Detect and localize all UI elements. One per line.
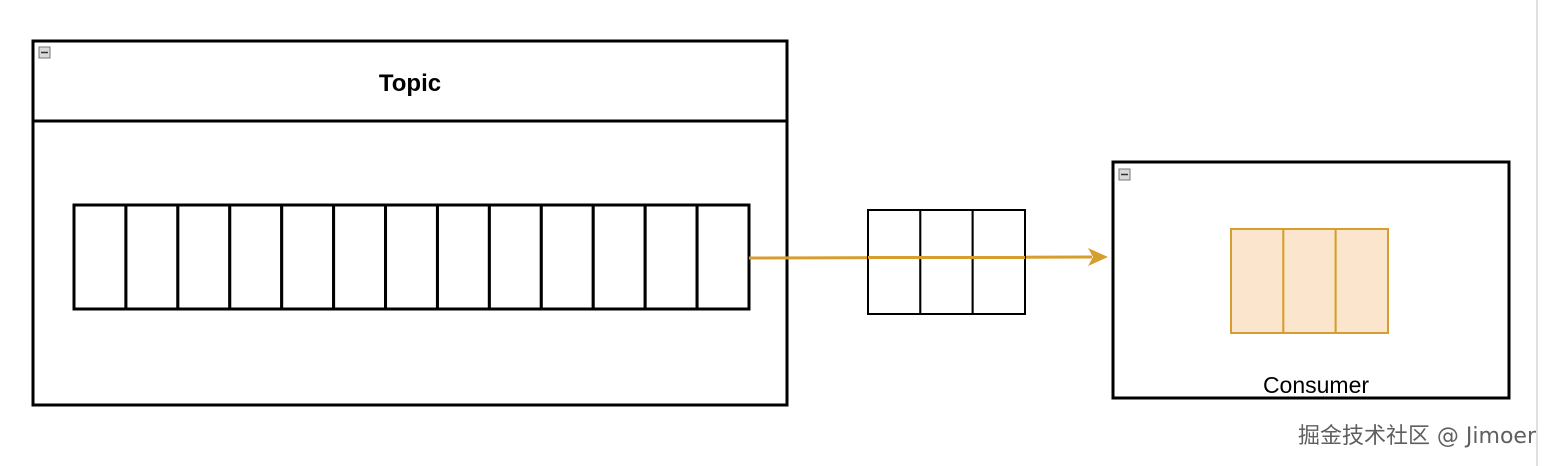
topic-message-queue bbox=[72, 203, 751, 311]
topic-queue-cell bbox=[643, 203, 699, 311]
topic-queue-cell bbox=[124, 203, 180, 311]
topic-title: Topic bbox=[379, 70, 441, 97]
consumer-buffer-cell bbox=[1334, 228, 1389, 334]
consumer-buffer bbox=[1230, 228, 1389, 334]
consumer-label: Consumer bbox=[1263, 372, 1369, 398]
topic-queue-cell bbox=[332, 203, 388, 311]
topic-queue-cell bbox=[384, 203, 439, 311]
in-flight-message-cell bbox=[867, 209, 922, 315]
consumer-collapse-icon[interactable] bbox=[1118, 168, 1131, 181]
topic-queue-cell bbox=[539, 203, 595, 311]
topic-queue-cell bbox=[176, 203, 232, 311]
topic-collapse-icon[interactable] bbox=[38, 46, 51, 59]
topic-queue-cell bbox=[591, 203, 647, 311]
consumer-buffer-cell bbox=[1230, 228, 1285, 334]
topic-queue-cell bbox=[695, 203, 751, 311]
topic-queue-cell bbox=[487, 203, 543, 311]
topic-queue-cell bbox=[280, 203, 336, 311]
topic-queue-cell bbox=[228, 203, 284, 311]
in-flight-message-cell bbox=[971, 209, 1027, 315]
topic-queue-cell bbox=[435, 203, 491, 311]
watermark-text: 掘金技术社区 @ Jimoer bbox=[1297, 424, 1536, 449]
in-flight-message-cell bbox=[919, 209, 974, 315]
in-flight-messages bbox=[867, 209, 1027, 315]
consumer-container[interactable]: Consumer bbox=[1111, 160, 1511, 400]
delivery-arrowhead bbox=[1088, 248, 1108, 266]
consumer-buffer-cell bbox=[1282, 228, 1337, 334]
topic-container[interactable]: Topic bbox=[31, 39, 789, 407]
topic-queue-cell bbox=[72, 203, 128, 311]
